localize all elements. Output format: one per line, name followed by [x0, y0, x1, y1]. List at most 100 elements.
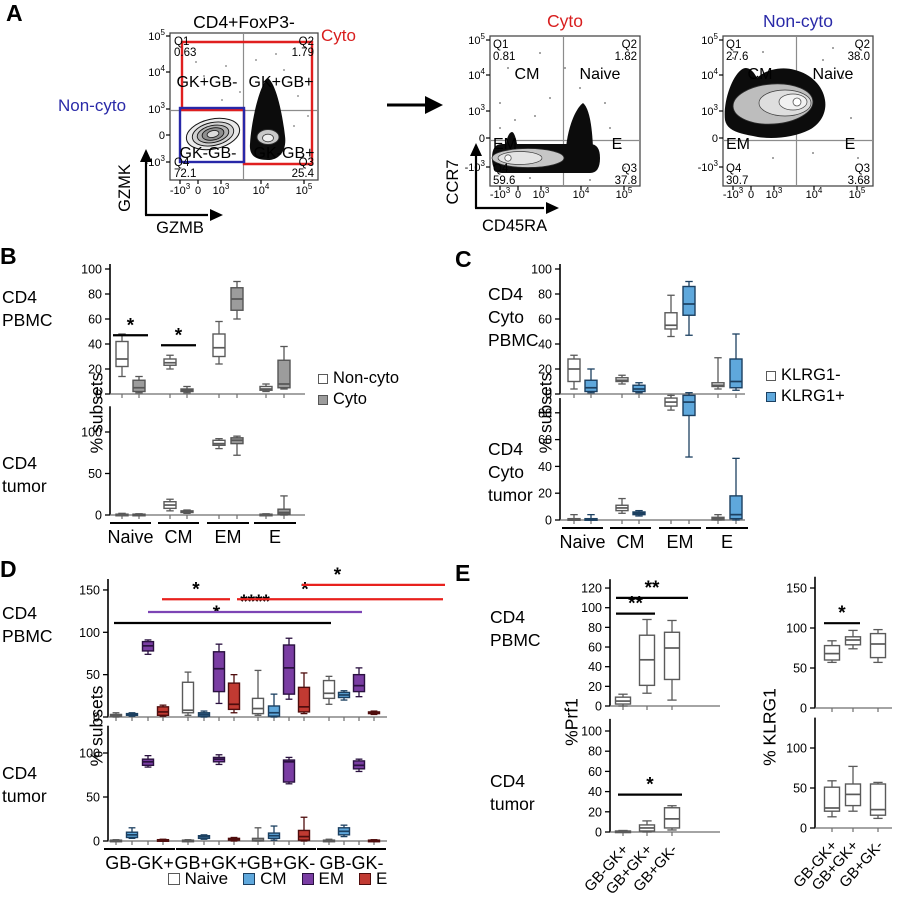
- row-label-line: CD4: [2, 763, 38, 783]
- q4-value: 59.6: [493, 175, 515, 187]
- y-axis-label-prf1: %Prf1: [561, 698, 582, 746]
- y-tick-label: 40: [588, 785, 602, 799]
- legend-label: Cyto: [333, 390, 367, 408]
- right-arrow-icon: [210, 209, 223, 221]
- box: [212, 333, 226, 358]
- row-label-line: tumor: [2, 786, 47, 806]
- y-tick-label: 0: [800, 822, 807, 836]
- group-label: EM: [667, 532, 694, 552]
- q4-label: Q4: [493, 163, 509, 175]
- q3-label: Q3: [855, 163, 870, 175]
- box: [277, 359, 291, 389]
- flow-tick-label: 104: [806, 186, 823, 201]
- box: [115, 340, 129, 368]
- row-label-line: PBMC: [490, 630, 541, 650]
- group-label: CM: [617, 532, 645, 552]
- scatter-dots: [732, 47, 859, 159]
- row-label-line: PBMC: [2, 310, 53, 330]
- box: [352, 673, 366, 693]
- y-tick-label: 0: [95, 388, 102, 402]
- y-tick-label: 120: [581, 582, 602, 596]
- flow-to-flow-arrow-icon: [387, 96, 443, 114]
- flow-tick-label: -103: [170, 182, 191, 197]
- sig-star: *: [838, 603, 846, 624]
- y-tick-label: 40: [588, 660, 602, 674]
- sig-star: *: [175, 325, 183, 346]
- box: [132, 379, 146, 393]
- x-axis-title: GZMB: [156, 219, 204, 237]
- legend-label: KLRG1+: [781, 387, 845, 405]
- q3-value: 25.4: [292, 168, 315, 180]
- cyto-gate-label: Cyto: [321, 26, 356, 45]
- flow-plot-cyto-ccr7-cd45ra: Cyto Q1 0.81 Q2 1.82 CM Naive EM E Q4 59…: [444, 11, 641, 235]
- legend-item: Cyto: [318, 390, 399, 409]
- y-tick-label: 40: [538, 460, 552, 474]
- row-label-line: tumor: [490, 794, 535, 814]
- flow-tick-label: 105: [148, 28, 165, 43]
- y-tick-label: 0: [800, 702, 807, 716]
- box: [682, 394, 696, 417]
- axis-arrows: [140, 149, 223, 221]
- axis-arrows: [470, 143, 559, 214]
- legend-item: EM: [301, 869, 345, 889]
- group-label: CM: [165, 527, 193, 547]
- sig-star: *: [213, 603, 221, 624]
- q3-label: Q3: [622, 163, 637, 175]
- panel-d-label: D: [0, 556, 17, 582]
- flow-tick-label: 103: [468, 103, 485, 118]
- flow-tick-label: 0: [515, 189, 521, 201]
- box: [567, 358, 581, 383]
- subset-label-naive: Naive: [580, 66, 621, 83]
- box: [729, 358, 743, 389]
- legend-label: CM: [260, 869, 287, 888]
- q1-value: 0.63: [174, 47, 196, 59]
- y-tick-label: 50: [86, 668, 100, 682]
- flow-tick-label: 103: [148, 101, 165, 116]
- y-axis-title: CCR7: [444, 160, 462, 205]
- legend-label: EM: [318, 869, 345, 888]
- flow-tick-label: 105: [468, 32, 485, 47]
- row-label-cd4-tumor: CD4 tumor: [2, 762, 47, 808]
- flow-plot-noncyto-ccr7-cd45ra: Non-cyto Q1 27.6 Q2 38.0 CM Naive EM E Q…: [698, 11, 874, 201]
- legend-label: E: [376, 869, 388, 888]
- legend-item: Non-cyto: [318, 369, 399, 388]
- flow-tick-label: 103: [533, 186, 550, 201]
- y-tick-label: 50: [86, 791, 100, 805]
- y-tick-label: 100: [79, 626, 100, 640]
- subset-label-cm: CM: [515, 66, 540, 83]
- flow-tick-label: 0: [712, 133, 718, 145]
- y-tick-label: 20: [588, 805, 602, 819]
- legend-swatch-icon: [766, 391, 776, 402]
- subset-label-em: EM: [493, 136, 517, 153]
- box: [869, 632, 887, 659]
- q1-label: Q1: [174, 36, 189, 48]
- row-label-line: PBMC: [488, 330, 539, 350]
- row-label-line: CD4: [2, 453, 38, 473]
- box: [297, 829, 311, 841]
- up-arrow-icon: [140, 149, 152, 162]
- flow-tick-label: -103: [698, 159, 719, 174]
- noncyto-gate-outline: [178, 106, 246, 164]
- panel-c-label: C: [455, 246, 472, 272]
- subset-label-naive: Naive: [813, 66, 854, 83]
- y-tick-label: 0: [545, 388, 552, 402]
- box: [663, 807, 681, 829]
- density-contours-gk-gb-neg: [185, 117, 241, 151]
- x-axis-title: CD45RA: [482, 217, 547, 235]
- y-tick-label: 0: [93, 711, 100, 725]
- flow-tick-label: 0: [159, 130, 165, 142]
- y-tick-label: 80: [88, 288, 102, 302]
